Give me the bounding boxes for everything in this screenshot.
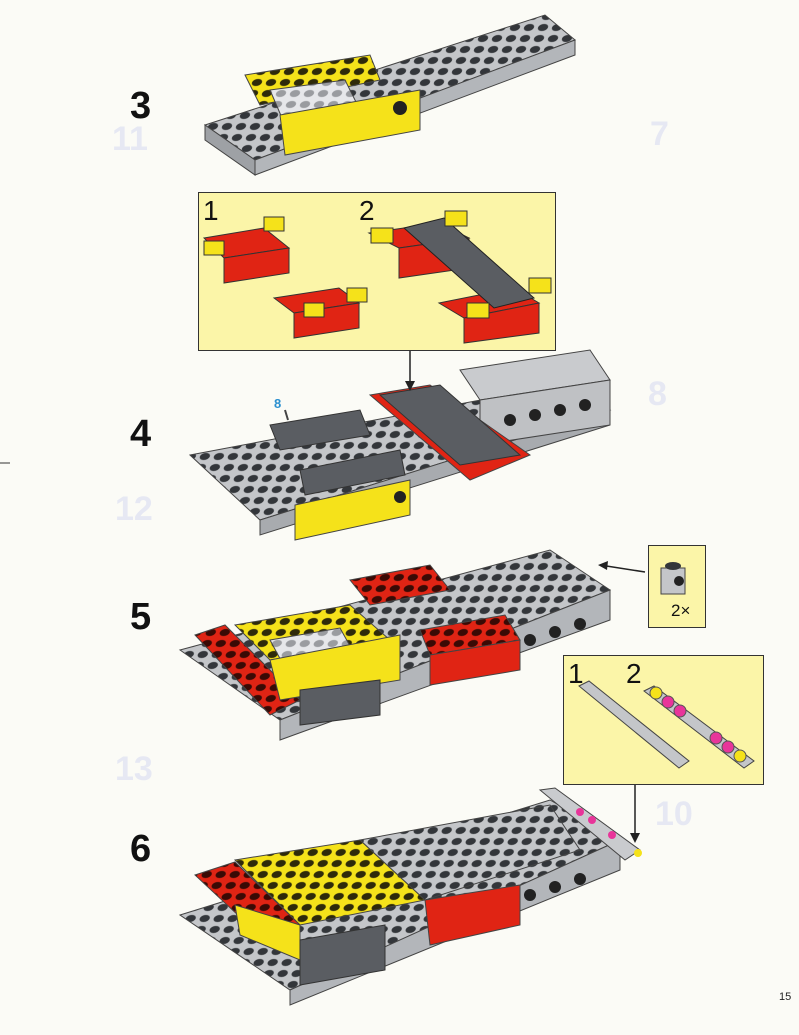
ghost-number: 12 bbox=[115, 490, 153, 528]
page-number: 15 bbox=[779, 991, 792, 1003]
subassembly-artwork bbox=[202, 210, 552, 344]
subassembly-panel-step-6: 1 2 bbox=[563, 655, 764, 785]
ghost-number: 10 bbox=[655, 795, 693, 833]
substep-number: 1 bbox=[203, 195, 219, 226]
part-callout-number: 8 bbox=[274, 396, 282, 411]
step-3-model bbox=[203, 14, 576, 176]
ghost-number: 13 bbox=[115, 750, 153, 788]
step-4-model bbox=[188, 349, 612, 541]
step-number: 3 bbox=[130, 85, 152, 127]
part-quantity: 2× bbox=[671, 601, 691, 620]
step-number: 5 bbox=[130, 596, 152, 638]
ghost-number: 7 bbox=[650, 115, 669, 153]
substep-number: 1 bbox=[568, 658, 584, 689]
bracket-part-icon bbox=[660, 562, 686, 595]
arrow-to-step-5 bbox=[599, 564, 646, 573]
step-6-model bbox=[178, 787, 642, 1006]
substep-number: 2 bbox=[359, 195, 375, 226]
ghost-number: 11 bbox=[112, 120, 148, 158]
ghost-number: 8 bbox=[648, 375, 667, 413]
subassembly-artwork bbox=[578, 680, 755, 769]
step-number: 6 bbox=[130, 828, 152, 870]
subassembly-panel-step-4: 1 2 bbox=[198, 192, 556, 351]
step-5-model bbox=[178, 549, 612, 741]
step-number: 4 bbox=[130, 413, 152, 455]
part-callout-panel: 2× bbox=[648, 545, 706, 628]
substep-number: 2 bbox=[626, 658, 642, 689]
